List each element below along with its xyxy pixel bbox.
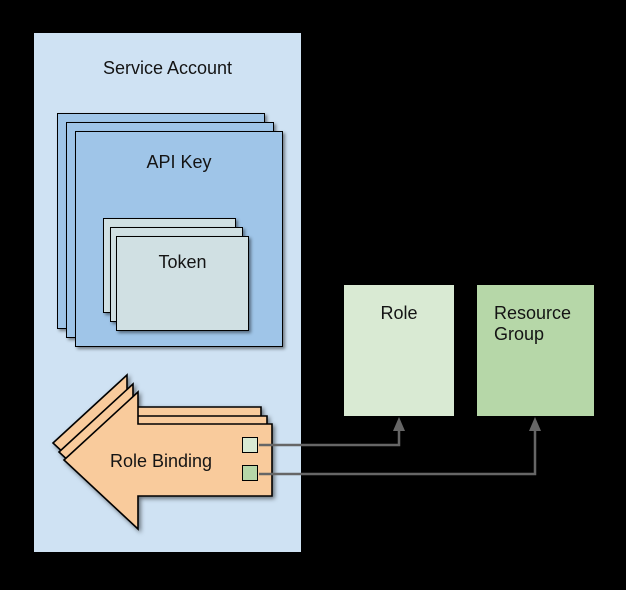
connector-to-role-arrowhead-icon <box>393 417 405 431</box>
resource-group-box: Resource Group <box>477 285 594 416</box>
resource-group-label: Resource Group <box>494 303 572 344</box>
token-label: Token <box>158 252 207 272</box>
service-account-label: Service Account <box>102 58 233 78</box>
role-port-square <box>242 437 258 453</box>
connector-to-resource-group-arrowhead-icon <box>529 417 541 431</box>
role-label: Role <box>380 303 418 323</box>
role-box: Role <box>344 285 454 416</box>
resource-group-port-square <box>242 465 258 481</box>
api-key-label: API Key <box>146 152 212 172</box>
role-binding-label: Role Binding <box>109 451 213 471</box>
connector-to-resource-group <box>259 417 541 476</box>
token-layer-front: Token <box>116 236 249 331</box>
